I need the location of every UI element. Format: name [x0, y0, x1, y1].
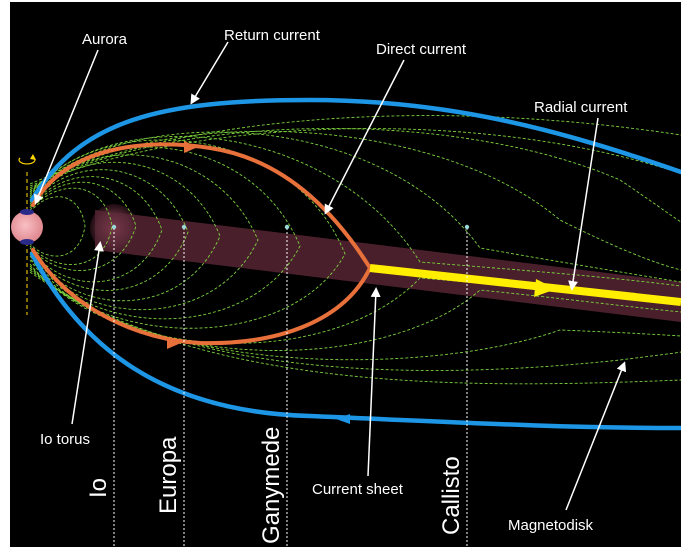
direct-current-arrowhead-upper — [184, 141, 198, 153]
europa-label: Europa — [155, 436, 182, 514]
current-sheet-label: Current sheet — [312, 481, 404, 498]
aurora-pointer — [34, 49, 99, 205]
field-line — [29, 115, 681, 185]
magnetodisk-label: Magnetodisk — [508, 517, 594, 534]
field-line — [29, 181, 137, 271]
aurora-label: Aurora — [82, 31, 128, 48]
rotation-arrowhead — [30, 154, 36, 160]
radial-current-arrowhead — [534, 279, 556, 297]
return-current-pointer — [190, 41, 229, 105]
pointer-arrows — [34, 41, 627, 511]
field-line — [29, 136, 681, 287]
ganymede-dot — [284, 224, 290, 230]
europa-dot — [181, 224, 187, 230]
field-line — [29, 196, 86, 257]
direct-current-lower — [31, 248, 372, 346]
direct-current-upper — [31, 142, 372, 270]
field-line — [29, 267, 681, 361]
rotation-arrow-icon — [18, 157, 36, 165]
field-line — [29, 169, 189, 291]
direct-current-label: Direct current — [376, 41, 467, 58]
field-line — [29, 139, 346, 329]
magnetodisk-pointer — [565, 361, 627, 511]
return-current-loop — [29, 97, 681, 431]
moon-orbit-lines — [113, 228, 468, 547]
io-torus-label: Io torus — [40, 431, 90, 448]
jupiter-planet — [11, 211, 43, 243]
field-line — [29, 176, 163, 283]
direct-current-pointer — [324, 59, 405, 215]
io-dot — [111, 224, 117, 230]
field-line — [29, 161, 221, 302]
return-current-arrowhead — [336, 414, 350, 424]
return-current-lower — [29, 251, 681, 431]
aurora-north — [20, 209, 34, 215]
return-current-upper — [29, 97, 681, 203]
current-sheet-pointer — [367, 287, 381, 477]
field-line — [29, 269, 681, 371]
radial-current-line — [369, 264, 681, 306]
direct-current-arrowhead-lower — [167, 337, 181, 349]
field-line — [29, 128, 681, 223]
radial-current-pointer — [568, 117, 599, 291]
return-current-label: Return current — [224, 27, 321, 44]
radial-current-label: Radial current — [534, 99, 628, 116]
field-line — [29, 154, 259, 310]
moon-dots — [111, 224, 470, 230]
aurora-south — [20, 239, 34, 245]
field-line — [29, 187, 113, 266]
direct-current-loop — [31, 142, 372, 346]
callisto-dot — [464, 224, 470, 230]
io-label: Io — [85, 478, 112, 498]
ganymede-label: Ganymede — [258, 427, 285, 544]
io-torus-pointer — [71, 241, 104, 425]
callisto-label: Callisto — [438, 456, 465, 535]
field-line — [29, 128, 671, 187]
